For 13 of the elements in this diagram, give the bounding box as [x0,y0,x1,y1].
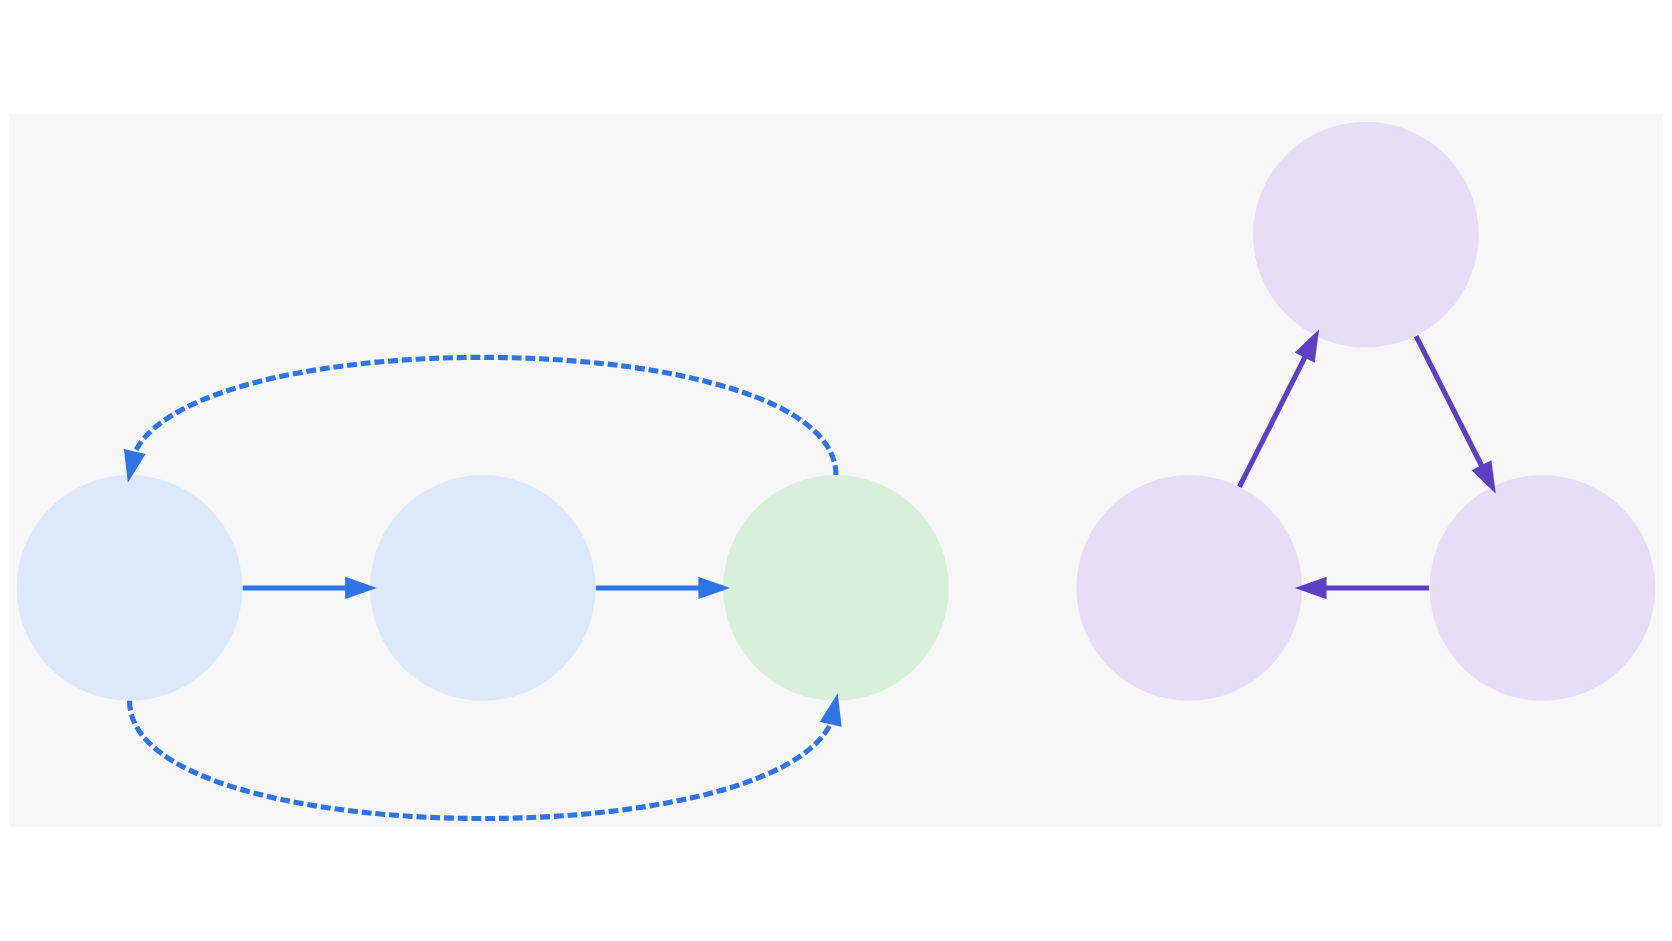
arrow [595,576,731,600]
arrow [242,576,377,600]
node-circle [369,475,596,701]
node-circle [723,475,949,701]
arrow [1237,329,1320,488]
arrow [1413,334,1496,494]
arrow [1294,576,1429,600]
node-circle [1076,475,1303,701]
arrow [127,693,842,821]
node-circle [1253,121,1479,348]
node-circle [1429,475,1656,701]
arrow [123,355,839,483]
node-circle [16,475,243,701]
